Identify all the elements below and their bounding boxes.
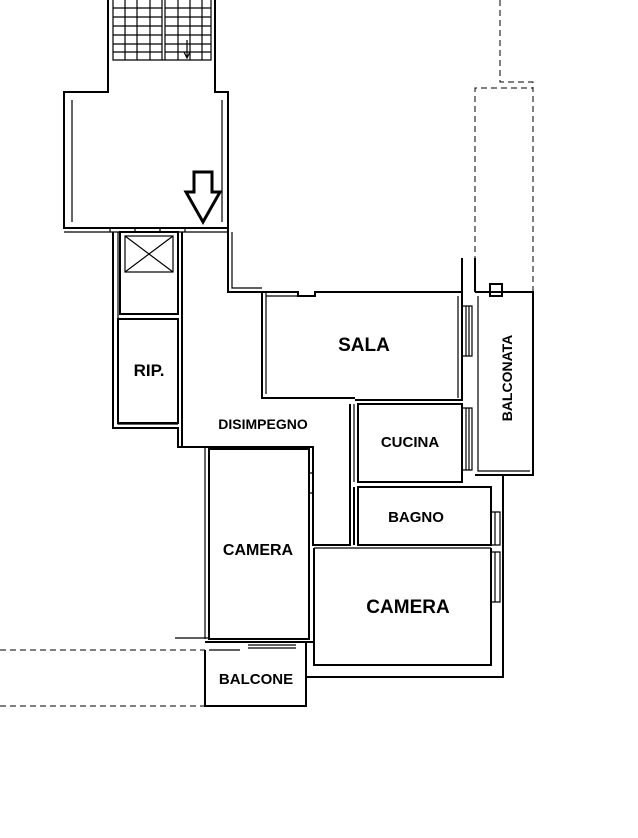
bagno-label: BAGNO [388,509,444,526]
cucina-label: CUCINA [381,434,439,451]
balcone-label: BALCONE [219,671,293,688]
elevator-shaft-icon [124,235,174,273]
cucina-room: CUCINA [353,403,473,483]
bagno-room: BAGNO [353,474,504,548]
sala-room: SALA [261,291,473,401]
disimpegno-label: DISIMPEGNO [218,416,308,432]
camera-left-label: CAMERA [223,542,294,559]
rip-room: RIP. [117,318,179,424]
balconata-label: BALCONATA [499,335,515,422]
camera-right-room: CAMERA [306,547,504,678]
camera-left-room: CAMERA [204,404,351,640]
staircase [63,0,229,233]
elevator [112,231,205,448]
camera-right-label: CAMERA [366,597,450,618]
balcone: BALCONE [0,637,313,707]
down-arrow-icon [183,170,223,226]
sala-label: SALA [338,335,390,356]
balconata: BALCONATA [474,0,534,476]
staircase-icon [113,0,211,60]
disimpegno: DISIMPEGNO [181,228,308,447]
rip-label: RIP. [134,361,165,380]
